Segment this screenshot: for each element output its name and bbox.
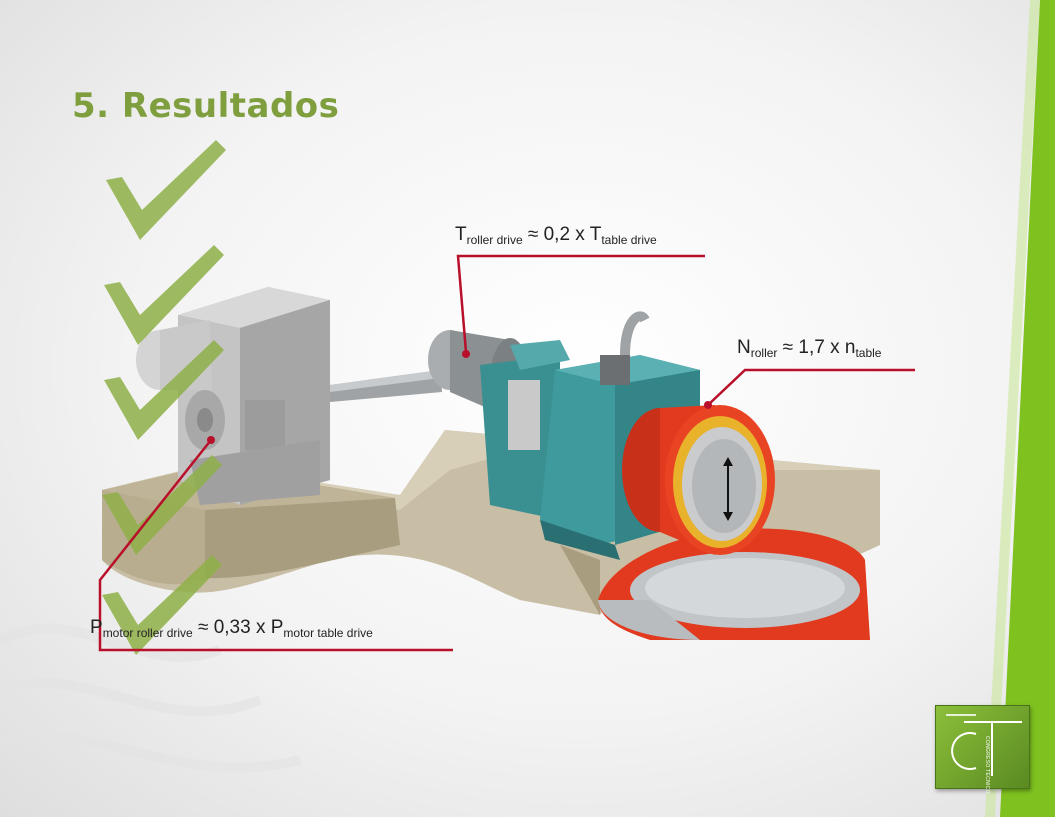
checkmarks [102, 140, 226, 655]
power-approx: ≈ 0,33 x P [192, 617, 284, 638]
watermark [0, 623, 302, 773]
accent-stripe [1000, 0, 1055, 817]
drive-shaft [330, 370, 442, 402]
speed-leader [707, 368, 915, 406]
power-sub-table: motor table drive [283, 626, 373, 640]
power-sub-roller: motor roller drive [102, 626, 193, 640]
speed-sub-roller: roller [750, 346, 778, 360]
power-leader [98, 439, 453, 652]
ct-logo-icon [946, 714, 1022, 776]
torque-sub-roller: roller drive [466, 233, 523, 247]
torque-leader [456, 254, 705, 353]
slide-title: 5. Resultados [72, 86, 340, 126]
grinding-roller [622, 405, 775, 555]
leader-lines [98, 254, 915, 652]
power-symbol: P [90, 617, 103, 638]
power-annotation: Pmotor roller drive ≈ 0,33 x Pmotor tabl… [90, 617, 373, 640]
torque-annotation: Troller drive ≈ 0,2 x Ttable drive [455, 224, 657, 247]
logo-caption: CONGRESO TÉCNICO [984, 736, 990, 794]
torque-symbol: T [455, 224, 467, 245]
torque-approx: ≈ 0,2 x T [522, 224, 602, 245]
turntable [598, 528, 870, 640]
torque-sub-table: table drive [601, 233, 657, 247]
congreso-tecnico-logo: CT [935, 705, 1030, 789]
speed-sub-table: table [855, 346, 882, 360]
speed-approx: ≈ 1,7 x n [777, 337, 856, 358]
leader-dots [207, 350, 712, 444]
speed-symbol: N [737, 337, 751, 358]
speed-annotation: Nroller ≈ 1,7 x ntable [737, 337, 881, 360]
